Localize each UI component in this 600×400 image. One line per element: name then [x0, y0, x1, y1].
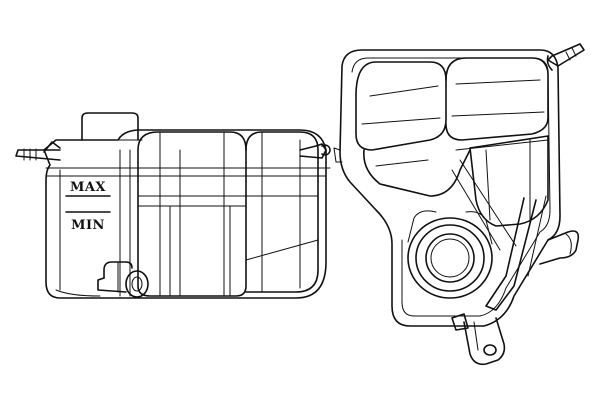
- bottom-outlet: [97, 261, 149, 298]
- left-hose-nozzle: [15, 141, 61, 161]
- max-level-mark: MAX: [70, 180, 106, 195]
- tank-front-view: [333, 43, 585, 366]
- upper-lobe-right: [445, 57, 549, 141]
- side-hose-nozzle: [539, 230, 580, 265]
- rib-chamber-2: [245, 131, 319, 293]
- filler-cap: [81, 112, 139, 141]
- min-level-mark: MIN: [71, 218, 105, 233]
- tank-body-outline: [43, 129, 327, 299]
- mounting-strap: [485, 197, 537, 311]
- filler-neck: [407, 210, 493, 299]
- mounting-flange: [45, 167, 331, 177]
- tank-side-view: MAX MIN: [15, 112, 331, 299]
- upper-lobe-left: [355, 61, 447, 151]
- tank-shell-outline: [339, 49, 561, 327]
- top-hose-nozzle: [546, 43, 585, 71]
- mounting-bracket: [451, 313, 506, 366]
